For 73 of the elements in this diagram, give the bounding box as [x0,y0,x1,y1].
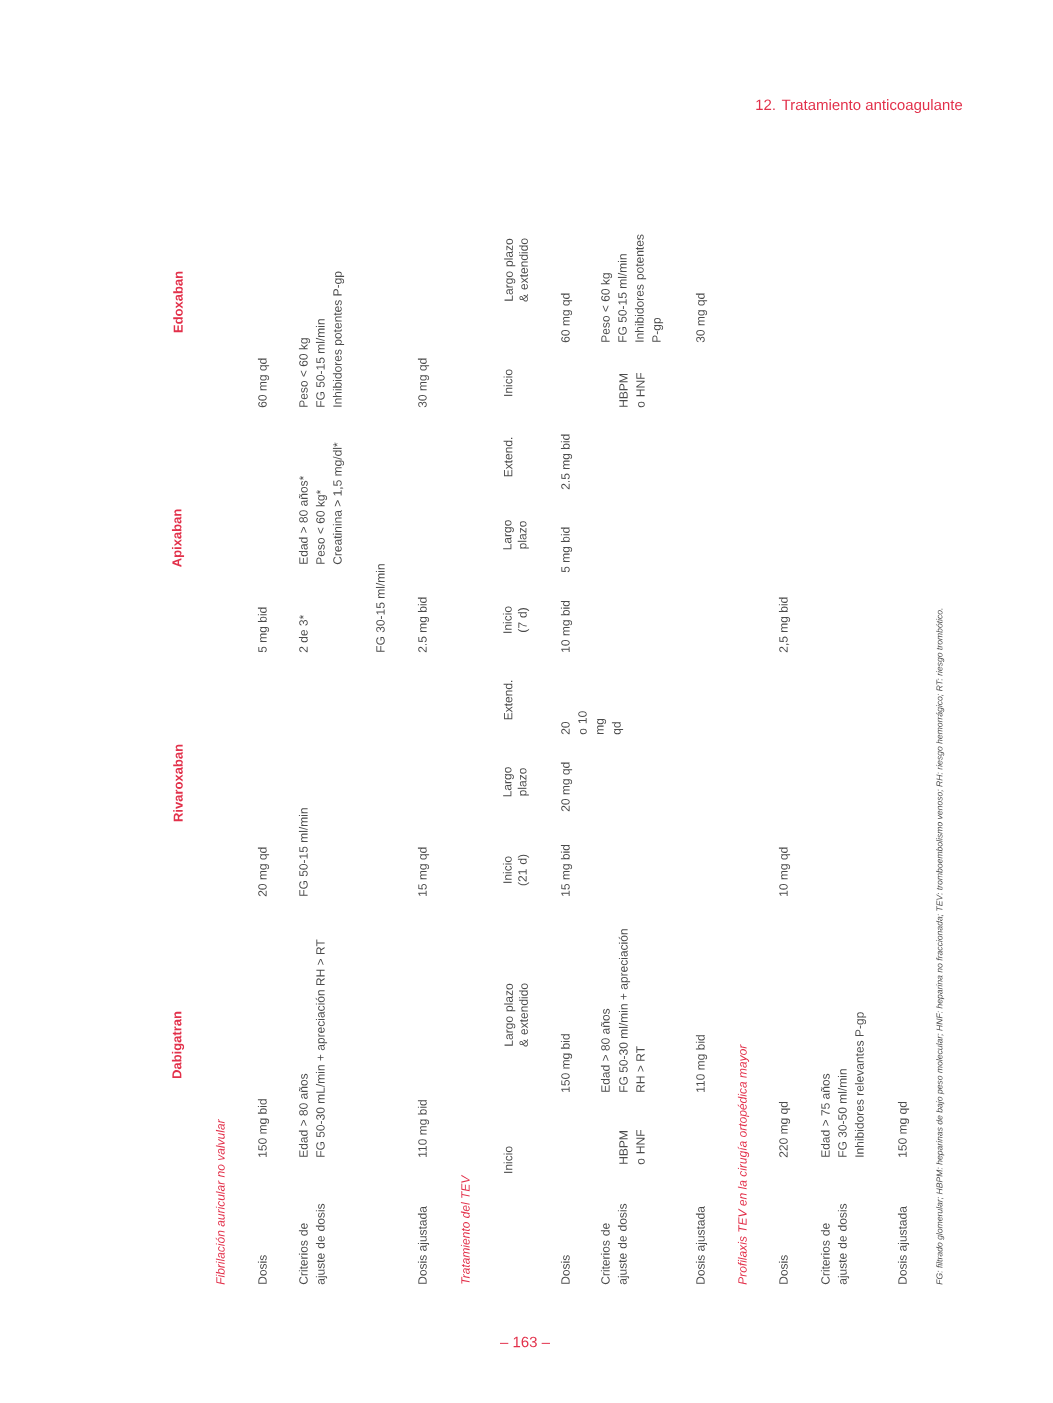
criteria-text: Inhibidores relevantes P-gp [854,1012,867,1157]
dose-text: 30 mg qd [695,293,708,343]
dose-text: 10 mg bid [560,600,573,652]
row-label: Criterios de ajuste de dosis [298,1203,328,1285]
criteria-text: Edad > 80 años [298,1073,308,1157]
criteria-text: Edad > 80 años [600,1008,610,1092]
criteria-text: Inhibidores potentes P-gp [332,271,345,407]
criteria-text: RH > RT [636,1046,645,1092]
column-heading: Rivaroxaban [173,744,183,822]
dose-text: 60 mg qd [257,358,270,408]
dose-text: 60 mg qd [560,293,573,343]
dose-text: 150 mg bid [257,1099,270,1157]
dose-text: 15 mg qd [417,847,430,896]
subcolumn-heading: Inicio [503,1146,513,1173]
criteria-text: FG 50-15 ml/min [298,808,308,896]
dose-text: 2.5 mg bid [417,597,430,653]
criteria-text: Creatinina > 1,5 mg/dl* [332,442,345,565]
criteria-text: FG 30-50 ml/min [837,1069,847,1157]
section-heading: Tratamiento del TEV [460,1174,470,1284]
row-label: Dosis [778,1255,788,1284]
criteria-text: HBPM o HNF [619,372,645,408]
subcolumn-heading: Largo plazo & extendido [504,238,528,302]
criteria-text: Peso < 60 kg* [315,489,328,564]
subcolumn-heading: Extend. [503,680,513,720]
subcolumn-heading: Inicio [503,369,513,396]
criteria-text: Peso < 60 kg [600,273,613,342]
subcolumn-heading: Inicio (21 d) [502,854,530,886]
dose-text: 20 mg qd [560,762,573,812]
row-label: Dosis ajustada [417,1206,430,1284]
row-label: Criterios de ajuste de dosis [820,1203,850,1285]
criteria-text: 2 de 3* [298,614,308,653]
dose-text: 110 mg bid [695,1035,708,1092]
dose-text: 20 o 10 mg qd [561,711,624,735]
criteria-text: Inhibidores potentes P-gp [634,234,664,342]
criteria-text: FG 50-30 ml/min + apreciación [618,929,631,1092]
column-heading: Apixaban [171,509,185,567]
dose-text: 150 mg qd [897,1101,910,1157]
running-header: 12. Tratamiento anticoagulante [756,99,963,114]
criteria-text: FG 30-15 ml/min [375,564,385,652]
dose-text: 110 mg bid [417,1100,430,1157]
subcolumn-heading: Extend. [503,437,513,477]
subcolumn-heading: Largo plazo [503,520,529,550]
criteria-text: Peso < 60 kg [298,338,311,407]
dose-text: 30 mg qd [417,358,430,408]
criteria-text: HBPM o HNF [619,1129,645,1165]
dose-text: 5 mg bid [560,527,573,573]
criteria-text: FG 50-15 ml/min [315,319,325,407]
row-label: Criterios de ajuste de dosis [600,1203,630,1285]
dose-text: 220 mg qd [778,1101,791,1158]
row-label: Dosis [560,1255,570,1284]
dose-text: 15 mg bid [560,844,573,896]
column-heading: Dabigatran [171,1011,185,1079]
row-label: Dosis ajustada [695,1206,708,1284]
column-heading: Edoxaban [173,271,183,333]
dose-text: 150 mg bid [560,1034,573,1092]
criteria-text: Edad > 80 años* [298,475,308,564]
dose-text: 2.5 mg bid [560,434,573,490]
dose-text: 20 mg qd [257,847,270,897]
section-heading: Profilaxis TEV en la cirugía ortopédica mayor [737,1044,750,1285]
footnote: FG: filtrado glomerular; HBPM: heparinas de bajo peso molecular; HNF: heparina no fraccionada; TEV: tromboembolismo venoso; RH: riesgo hemorrágico; RT: riesgo trombótico. [936,608,945,1285]
dose-text: 10 mg qd [778,847,791,896]
page-number: – 163 – [500,1336,550,1348]
dose-text: 2,5 mg bid [778,597,791,653]
subcolumn-heading: Inicio (7 d) [502,606,530,633]
dose-text: 5 mg bid [257,607,270,653]
subcolumn-heading: Largo plazo [503,767,529,797]
criteria-text: FG 50-15 ml/min [617,254,627,342]
section-heading: Fibrilación auricular no valvular [215,1119,225,1285]
subcolumn-heading: Largo plazo & extendido [504,983,528,1047]
criteria-text: FG 50-30 mL/min + apreciación RH > RT [315,939,328,1157]
criteria-text: Edad > 75 años [820,1073,830,1157]
row-label: Dosis ajustada [897,1206,910,1284]
row-label: Dosis [257,1255,267,1284]
